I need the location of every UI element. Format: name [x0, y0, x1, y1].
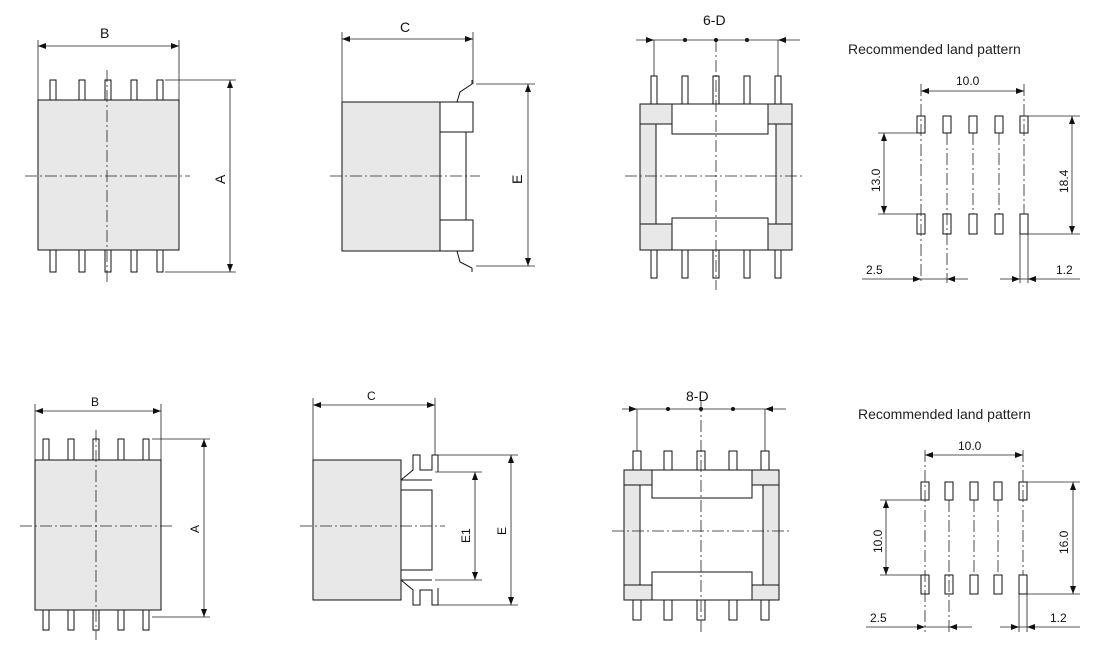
bottom-side-body — [312, 459, 402, 601]
top-land-outer-span-label: 18.4 — [1057, 169, 1071, 193]
top-front-view: B A — [25, 25, 236, 285]
top-bottom-pitch-label: 6-D — [703, 12, 726, 28]
top-land-pads-bottom — [916, 213, 1029, 235]
bottom-side-core — [400, 489, 433, 571]
top-land-dim-pitch-total: 10.0 — [921, 74, 1024, 94]
top-side-view: C E — [330, 19, 535, 272]
top-side-c-label: C — [400, 19, 410, 35]
bottom-land-pad-centerlines — [924, 450, 1028, 632]
top-land-pad-pitch-label: 2.5 — [866, 263, 883, 277]
top-side-flange-bottom — [439, 219, 474, 252]
bottom-land-pads-bottom — [920, 574, 1028, 595]
bottom-front-body — [34, 459, 162, 611]
bottom-land-dim-pitch-total: 10.0 — [925, 439, 1023, 458]
top-land-row-spacing-label: 13.0 — [869, 168, 883, 192]
bottom-front-dim-a: A — [152, 438, 210, 618]
bottom-land-dim-outer-span: 16.0 — [1027, 481, 1080, 595]
top-side-lead-top — [456, 80, 473, 103]
bottom-land-pad-pitch-label: 2.5 — [870, 611, 887, 625]
bottom-side-e-label: E — [495, 527, 509, 535]
bottom-side-e1-label: E1 — [459, 528, 473, 543]
top-land-pitch-total-label: 10.0 — [956, 74, 980, 88]
top-front-dim-b: B — [37, 25, 180, 100]
top-front-dim-a: A — [165, 79, 236, 273]
top-land-dim-outer-span: 18.4 — [1028, 115, 1080, 235]
bottom-side-dim-c: C — [312, 389, 436, 460]
bottom-front-view: B A — [20, 395, 210, 640]
top-front-pins-bottom — [49, 249, 164, 273]
bottom-side-c-label: C — [367, 389, 376, 403]
bottom-land-dim-pad-pitch: 2.5 — [866, 611, 972, 630]
bottom-bottom-dim-pitch: 8-D — [622, 388, 786, 451]
bottom-side-view: C E1 E — [300, 389, 518, 606]
top-side-body — [341, 101, 441, 252]
top-side-lead-bottom — [456, 250, 473, 272]
bottom-side-dim-e1: E1 — [435, 471, 482, 581]
top-land-pad-centerlines — [920, 84, 1029, 283]
bottom-land-dim-row-spacing: 10.0 — [871, 499, 921, 576]
top-land-pattern: Recommended land pattern — [848, 41, 1080, 283]
top-land-title: Recommended land pattern — [848, 41, 1021, 57]
top-land-dim-pad-width: 1.2 — [1000, 263, 1080, 282]
bottom-land-title: Recommended land pattern — [858, 406, 1031, 422]
top-side-flange-top — [439, 101, 474, 133]
bottom-front-a-label: A — [188, 525, 202, 533]
bottom-bottom-window — [639, 484, 764, 586]
top-bottom-dim-pitch: 6-D — [636, 12, 800, 76]
bottom-land-row-spacing-label: 10.0 — [871, 529, 885, 553]
top-land-pads-top — [916, 115, 1029, 134]
top-front-body — [37, 99, 180, 251]
top-land-pad-width-label: 1.2 — [1056, 263, 1073, 277]
bottom-land-pads-top — [920, 481, 1028, 501]
top-side-dim-c: C — [341, 19, 474, 102]
top-land-dim-row-spacing: 13.0 — [869, 132, 917, 215]
bottom-bottom-view: 8-D — [612, 388, 792, 632]
bottom-front-b-label: B — [91, 395, 99, 409]
top-land-dim-pad-pitch: 2.5 — [862, 263, 968, 282]
top-front-b-label: B — [100, 25, 109, 41]
bottom-bottom-pitch-label: 8-D — [686, 388, 709, 404]
bottom-land-outer-span-label: 16.0 — [1057, 530, 1071, 554]
top-front-pins-top — [49, 79, 164, 101]
top-side-dim-e: E — [476, 83, 535, 267]
top-side-e-label: E — [509, 175, 525, 184]
bottom-front-pins-top — [42, 438, 150, 461]
bottom-land-dim-pad-width: 1.2 — [1000, 611, 1080, 630]
bottom-land-pattern: Recommended land pattern — [858, 406, 1080, 632]
bottom-land-pad-width-label: 1.2 — [1050, 611, 1067, 625]
top-bottom-view: 6-D — [625, 12, 805, 290]
bottom-front-dim-b: B — [34, 395, 162, 460]
top-front-a-label: A — [212, 174, 228, 184]
bottom-land-pitch-total-label: 10.0 — [958, 439, 982, 453]
bottom-side-dim-e: E — [438, 454, 518, 606]
